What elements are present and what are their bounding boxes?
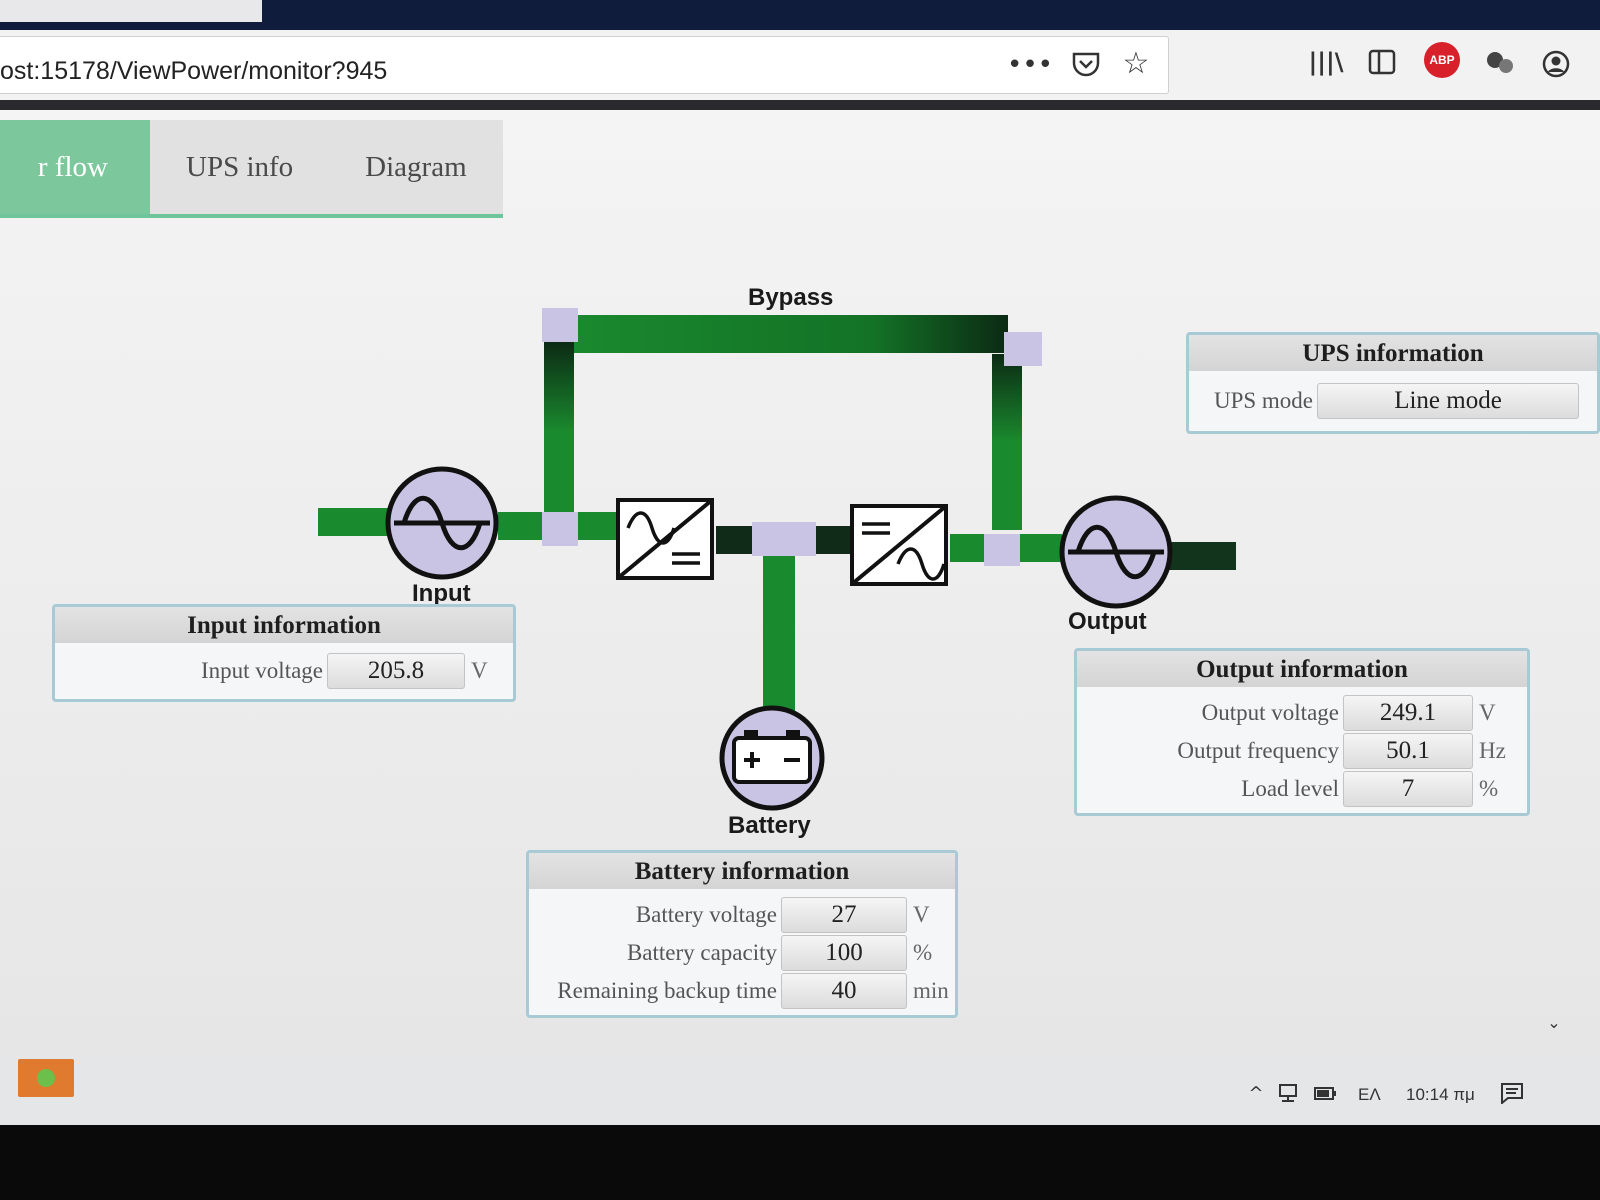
battery-capacity-label: Battery capacity xyxy=(626,940,777,965)
taskbar-app-button[interactable] xyxy=(18,1059,74,1097)
url-text: ost:15178/ViewPower/monitor?945 xyxy=(0,57,388,85)
inverter-ac-symbol xyxy=(896,547,946,581)
input-information-panel: Input information Input voltage 205.8 V xyxy=(52,604,516,702)
browser-tab[interactable] xyxy=(0,0,262,22)
account-icon[interactable] xyxy=(1538,46,1574,82)
power-flow-diagram xyxy=(318,308,1236,811)
network-icon[interactable] xyxy=(1276,1081,1304,1105)
remaining-backup-unit: min xyxy=(913,978,949,1003)
junction-node xyxy=(542,512,578,546)
load-level-label: Load level xyxy=(1241,776,1339,801)
input-label: Input xyxy=(412,580,471,607)
library-icon[interactable]: |||\ xyxy=(1308,48,1344,76)
battery-capacity-value: 100 xyxy=(781,935,907,971)
input-voltage-unit: V xyxy=(471,658,488,683)
windows-taskbar: ^ ΕΛ 10:14 πμ xyxy=(0,1055,1600,1125)
monitor-bezel xyxy=(0,1125,1600,1200)
battery-information-panel: Battery information Battery voltage 27 V… xyxy=(526,850,958,1018)
battery-capacity-row: Battery capacity 100 % xyxy=(533,935,932,971)
battery-terminal xyxy=(786,730,800,738)
junction-node xyxy=(1004,332,1042,366)
inverter-dc-symbol xyxy=(862,522,890,535)
remaining-backup-value: 40 xyxy=(781,973,907,1009)
bypass-left-riser xyxy=(544,342,574,522)
output-voltage-label: Output voltage xyxy=(1201,700,1339,725)
ups-information-title: UPS information xyxy=(1189,335,1597,371)
more-icon[interactable]: ••• xyxy=(1007,50,1054,80)
rectifier-ac-symbol xyxy=(626,511,676,545)
battery-line xyxy=(763,550,795,712)
bypass-right-riser xyxy=(992,354,1022,530)
tab-bar: r flow UPS info Diagram xyxy=(0,120,503,218)
clock[interactable]: 10:14 πμ xyxy=(1406,1085,1475,1104)
extension-icon[interactable] xyxy=(1482,44,1518,80)
tab-ups-info[interactable]: UPS info xyxy=(150,120,330,214)
output-line xyxy=(1168,542,1236,570)
sine-wave-icon xyxy=(394,495,490,551)
load-level-unit: % xyxy=(1479,776,1499,801)
inverter-diagonal xyxy=(850,504,948,586)
load-level-row: Load level 7 % xyxy=(1083,771,1498,807)
sine-wave-icon xyxy=(1068,524,1164,580)
ups-mode-label: UPS mode xyxy=(1213,388,1313,413)
notifications-icon[interactable] xyxy=(1498,1079,1526,1107)
rectifier-diagonal xyxy=(616,498,714,580)
bypass-label: Bypass xyxy=(748,284,834,311)
sidebar-icon[interactable] xyxy=(1364,44,1400,80)
navigation-toolbar: ost:15178/ViewPower/monitor?945 ••• ☆ ||… xyxy=(0,30,1600,101)
output-frequency-unit: Hz xyxy=(1479,738,1506,763)
input-voltage-value: 205.8 xyxy=(327,653,465,689)
rectifier-dc-symbol xyxy=(672,552,700,565)
app-leaf-icon xyxy=(37,1069,55,1087)
viewpower-page: r flow UPS info Diagram xyxy=(0,110,1600,1055)
battery-body xyxy=(732,736,812,784)
output-information-panel: Output information Output voltage 249.1 … xyxy=(1074,648,1530,816)
address-bar[interactable]: ost:15178/ViewPower/monitor?945 ••• ☆ xyxy=(0,36,1169,94)
bookmark-star-icon[interactable]: ☆ xyxy=(1122,45,1150,81)
toolbar-shadow xyxy=(0,100,1600,110)
junction-node xyxy=(984,534,1020,566)
output-voltage-value: 249.1 xyxy=(1343,695,1473,731)
output-voltage-unit: V xyxy=(1479,700,1496,725)
remaining-backup-row: Remaining backup time 40 min xyxy=(533,973,949,1009)
show-hidden-icons-icon[interactable]: ^ xyxy=(1248,1082,1264,1104)
battery-voltage-value: 27 xyxy=(781,897,907,933)
ups-information-panel: UPS information UPS mode Line mode xyxy=(1186,332,1600,434)
battery-voltage-unit: V xyxy=(913,902,930,927)
scroll-down-icon[interactable]: ⌄ xyxy=(1547,1012,1561,1032)
output-frequency-row: Output frequency 50.1 Hz xyxy=(1083,733,1506,769)
battery-voltage-label: Battery voltage xyxy=(635,902,777,927)
ups-mode-row: UPS mode Line mode xyxy=(1195,383,1579,419)
battery-voltage-row: Battery voltage 27 V xyxy=(533,897,930,933)
output-label: Output xyxy=(1068,608,1147,635)
bypass-line xyxy=(560,315,1008,353)
battery-capacity-unit: % xyxy=(913,940,933,965)
battery-tray-icon[interactable] xyxy=(1312,1081,1340,1105)
pocket-icon[interactable] xyxy=(1068,47,1104,83)
remaining-backup-label: Remaining backup time xyxy=(557,978,777,1003)
output-information-title: Output information xyxy=(1077,651,1527,687)
adblock-icon[interactable]: ABP xyxy=(1424,42,1460,78)
load-level-value: 7 xyxy=(1343,771,1473,807)
tab-power-flow[interactable]: r flow xyxy=(0,120,150,214)
language-indicator[interactable]: ΕΛ xyxy=(1358,1085,1381,1104)
output-frequency-value: 50.1 xyxy=(1343,733,1473,769)
battery-plus-minus xyxy=(744,752,800,768)
output-voltage-row: Output voltage 249.1 V xyxy=(1083,695,1496,731)
junction-node xyxy=(542,308,578,342)
input-line xyxy=(318,508,396,536)
battery-label: Battery xyxy=(728,812,811,839)
junction-node xyxy=(752,522,816,556)
input-information-title: Input information xyxy=(55,607,513,643)
battery-terminal xyxy=(744,730,758,738)
battery-information-title: Battery information xyxy=(529,853,955,889)
input-voltage-label: Input voltage xyxy=(201,658,323,683)
tab-diagram[interactable]: Diagram xyxy=(329,120,503,214)
ups-mode-value: Line mode xyxy=(1317,383,1579,419)
output-frequency-label: Output frequency xyxy=(1177,738,1339,763)
input-voltage-row: Input voltage 205.8 V xyxy=(65,653,488,689)
